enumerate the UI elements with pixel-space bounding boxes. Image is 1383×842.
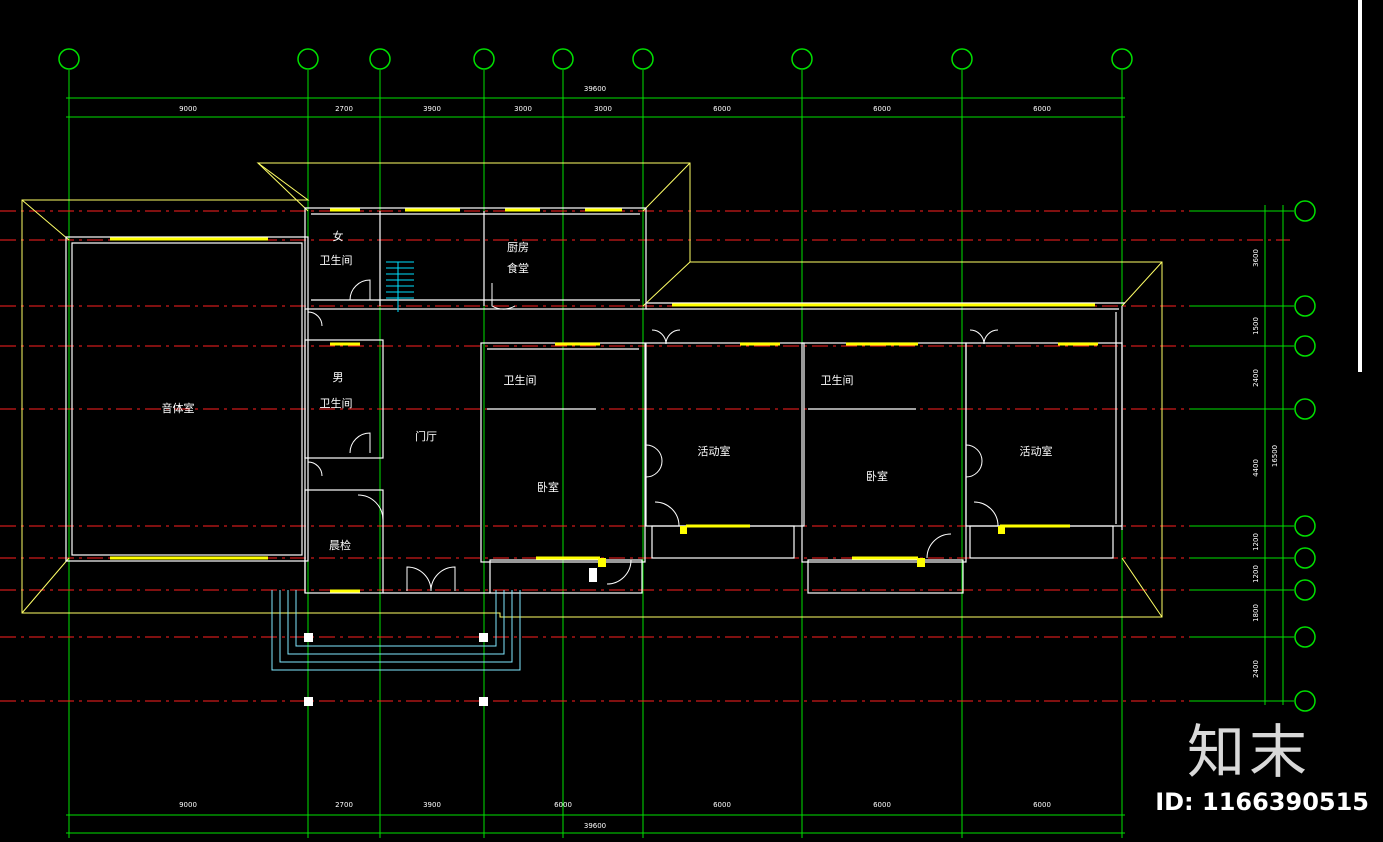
room-kitchen-line1: 厨房 xyxy=(507,241,529,254)
svg-text:6000: 6000 xyxy=(873,801,891,809)
bottom-total-dimension: 39600 xyxy=(584,822,606,830)
svg-text:16500: 16500 xyxy=(1271,445,1279,467)
stair xyxy=(386,261,414,312)
vertical-axis-lines xyxy=(68,70,1123,838)
svg-text:2400: 2400 xyxy=(1252,660,1260,678)
room-music: 音体室 xyxy=(162,401,195,415)
svg-text:2700: 2700 xyxy=(335,105,353,113)
right-dimension-labels: 3600 1500 2400 4400 1200 1200 1800 2400 … xyxy=(1252,249,1279,678)
room-men-wc-line1: 男 xyxy=(333,371,344,384)
scrollbar-edge xyxy=(1358,0,1362,372)
axis-bubbles-right xyxy=(1190,200,1316,712)
watermark-logo: 知末 xyxy=(1186,718,1311,786)
svg-text:9000: 9000 xyxy=(179,105,197,113)
room-wc-a: 卫生间 xyxy=(504,373,537,387)
room-wc-b: 卫生间 xyxy=(821,373,854,387)
svg-text:3000: 3000 xyxy=(594,105,612,113)
top-dimension-lines xyxy=(66,97,1125,834)
svg-text:1200: 1200 xyxy=(1252,565,1260,583)
top-total-dimension: 39600 xyxy=(584,85,606,93)
svg-text:6000: 6000 xyxy=(554,801,572,809)
svg-text:3000: 3000 xyxy=(514,105,532,113)
columns xyxy=(304,526,1005,706)
svg-text:1500: 1500 xyxy=(1252,317,1260,335)
svg-text:3900: 3900 xyxy=(423,105,441,113)
room-bedroom-b: 卧室 xyxy=(866,469,888,483)
svg-text:4400: 4400 xyxy=(1252,459,1260,477)
room-activity-a: 活动室 xyxy=(698,444,731,458)
top-dimension-labels: 9000 2700 3900 3000 3000 6000 6000 6000 xyxy=(179,105,1051,113)
svg-text:9000: 9000 xyxy=(179,801,197,809)
svg-text:6000: 6000 xyxy=(873,105,891,113)
svg-text:6000: 6000 xyxy=(713,105,731,113)
svg-text:6000: 6000 xyxy=(1033,801,1051,809)
svg-text:3900: 3900 xyxy=(423,801,441,809)
windows xyxy=(110,208,1098,593)
svg-text:1200: 1200 xyxy=(1252,533,1260,551)
svg-text:1800: 1800 xyxy=(1252,604,1260,622)
room-men-wc-line2: 卫生间 xyxy=(320,396,353,410)
svg-text:2400: 2400 xyxy=(1252,369,1260,387)
room-bedroom-a: 卧室 xyxy=(537,480,559,494)
doors xyxy=(307,279,999,592)
axis-bubbles-top xyxy=(58,48,1133,70)
svg-text:6000: 6000 xyxy=(1033,105,1051,113)
room-hall: 门厅 xyxy=(415,429,437,443)
svg-text:6000: 6000 xyxy=(713,801,731,809)
watermark-id: ID: 1166390515 xyxy=(1155,788,1369,816)
room-morning-check: 晨检 xyxy=(329,538,351,552)
roof-outline xyxy=(21,162,1163,618)
bottom-dimension-labels: 9000 2700 3900 6000 6000 6000 6000 xyxy=(179,801,1051,809)
room-kitchen-line2: 食堂 xyxy=(507,261,529,275)
entrance-steps xyxy=(271,590,521,671)
room-women-wc-line2: 卫生间 xyxy=(320,253,353,267)
walls xyxy=(65,207,1125,594)
svg-text:3600: 3600 xyxy=(1252,249,1260,267)
svg-text:2700: 2700 xyxy=(335,801,353,809)
room-activity-b: 活动室 xyxy=(1020,444,1053,458)
room-women-wc-line1: 女 xyxy=(333,229,344,243)
